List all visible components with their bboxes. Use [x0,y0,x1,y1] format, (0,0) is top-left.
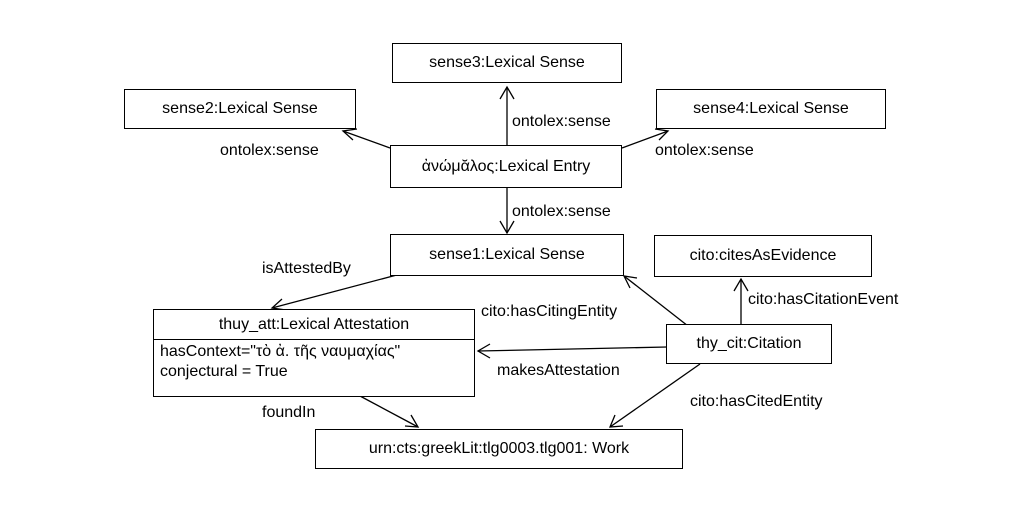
edge-attestation-work [359,395,419,428]
edge-sense1-attestation [271,271,409,309]
arrowhead-citation-sense1 [622,275,638,289]
label-citation-sense1: cito:hasCitingEntity [481,303,618,320]
edge-entry-sense2 [342,130,391,149]
node-sense3: sense3:Lexical Sense [392,43,622,83]
attestation-attribute-context: hasContext="τὸ ἀ. τῆς ναυμαχίας" [160,343,401,360]
arrowhead-entry-sense2 [341,128,358,141]
edge-citation-sense1 [623,275,689,327]
arrowhead-citation-work [608,414,624,428]
label-entry-sense3: ontolex:sense [512,113,611,130]
label-citation-event: cito:hasCitationEvent [748,291,899,308]
arrowhead-attestation-work [404,414,420,428]
label-citation-attestation: makesAttestation [497,362,620,379]
arrowhead-entry-sense4 [654,128,670,141]
arrowhead-entry-sense3 [499,85,515,100]
label-attestation-work: foundIn [262,404,316,421]
edge-entry-sense4 [621,130,669,149]
node-lexical-attestation: thuy_att:Lexical Attestation hasContext=… [153,309,475,397]
edge-citation-work [609,363,701,428]
node-cites-as-evidence: cito:citesAsEvidence [654,235,872,277]
node-sense4: sense4:Lexical Sense [656,89,886,129]
edge-citation-attestation [477,346,668,352]
node-sense1: sense1:Lexical Sense [390,234,624,276]
label-entry-sense1: ontolex:sense [512,203,611,220]
label-citation-work: cito:hasCitedEntity [690,393,823,410]
arrowhead-citation-attestation [476,343,491,359]
node-citation: thy_cit:Citation [666,324,832,364]
label-entry-sense4: ontolex:sense [655,142,754,159]
node-lexical-entry: ἀνώμᾰλος:Lexical Entry [390,145,622,188]
node-work: urn:cts:greekLit:tlg0003.tlg001: Work [315,429,683,469]
attestation-attribute-conjectural: conjectural = True [160,363,288,380]
arrowhead-citation-event [733,277,749,292]
node-sense2: sense2:Lexical Sense [124,89,356,129]
attestation-title: thuy_att:Lexical Attestation [154,310,474,340]
arrowhead-entry-sense1 [499,220,515,235]
label-sense1-attestation: isAttestedBy [262,260,351,277]
label-entry-sense2: ontolex:sense [220,142,319,159]
